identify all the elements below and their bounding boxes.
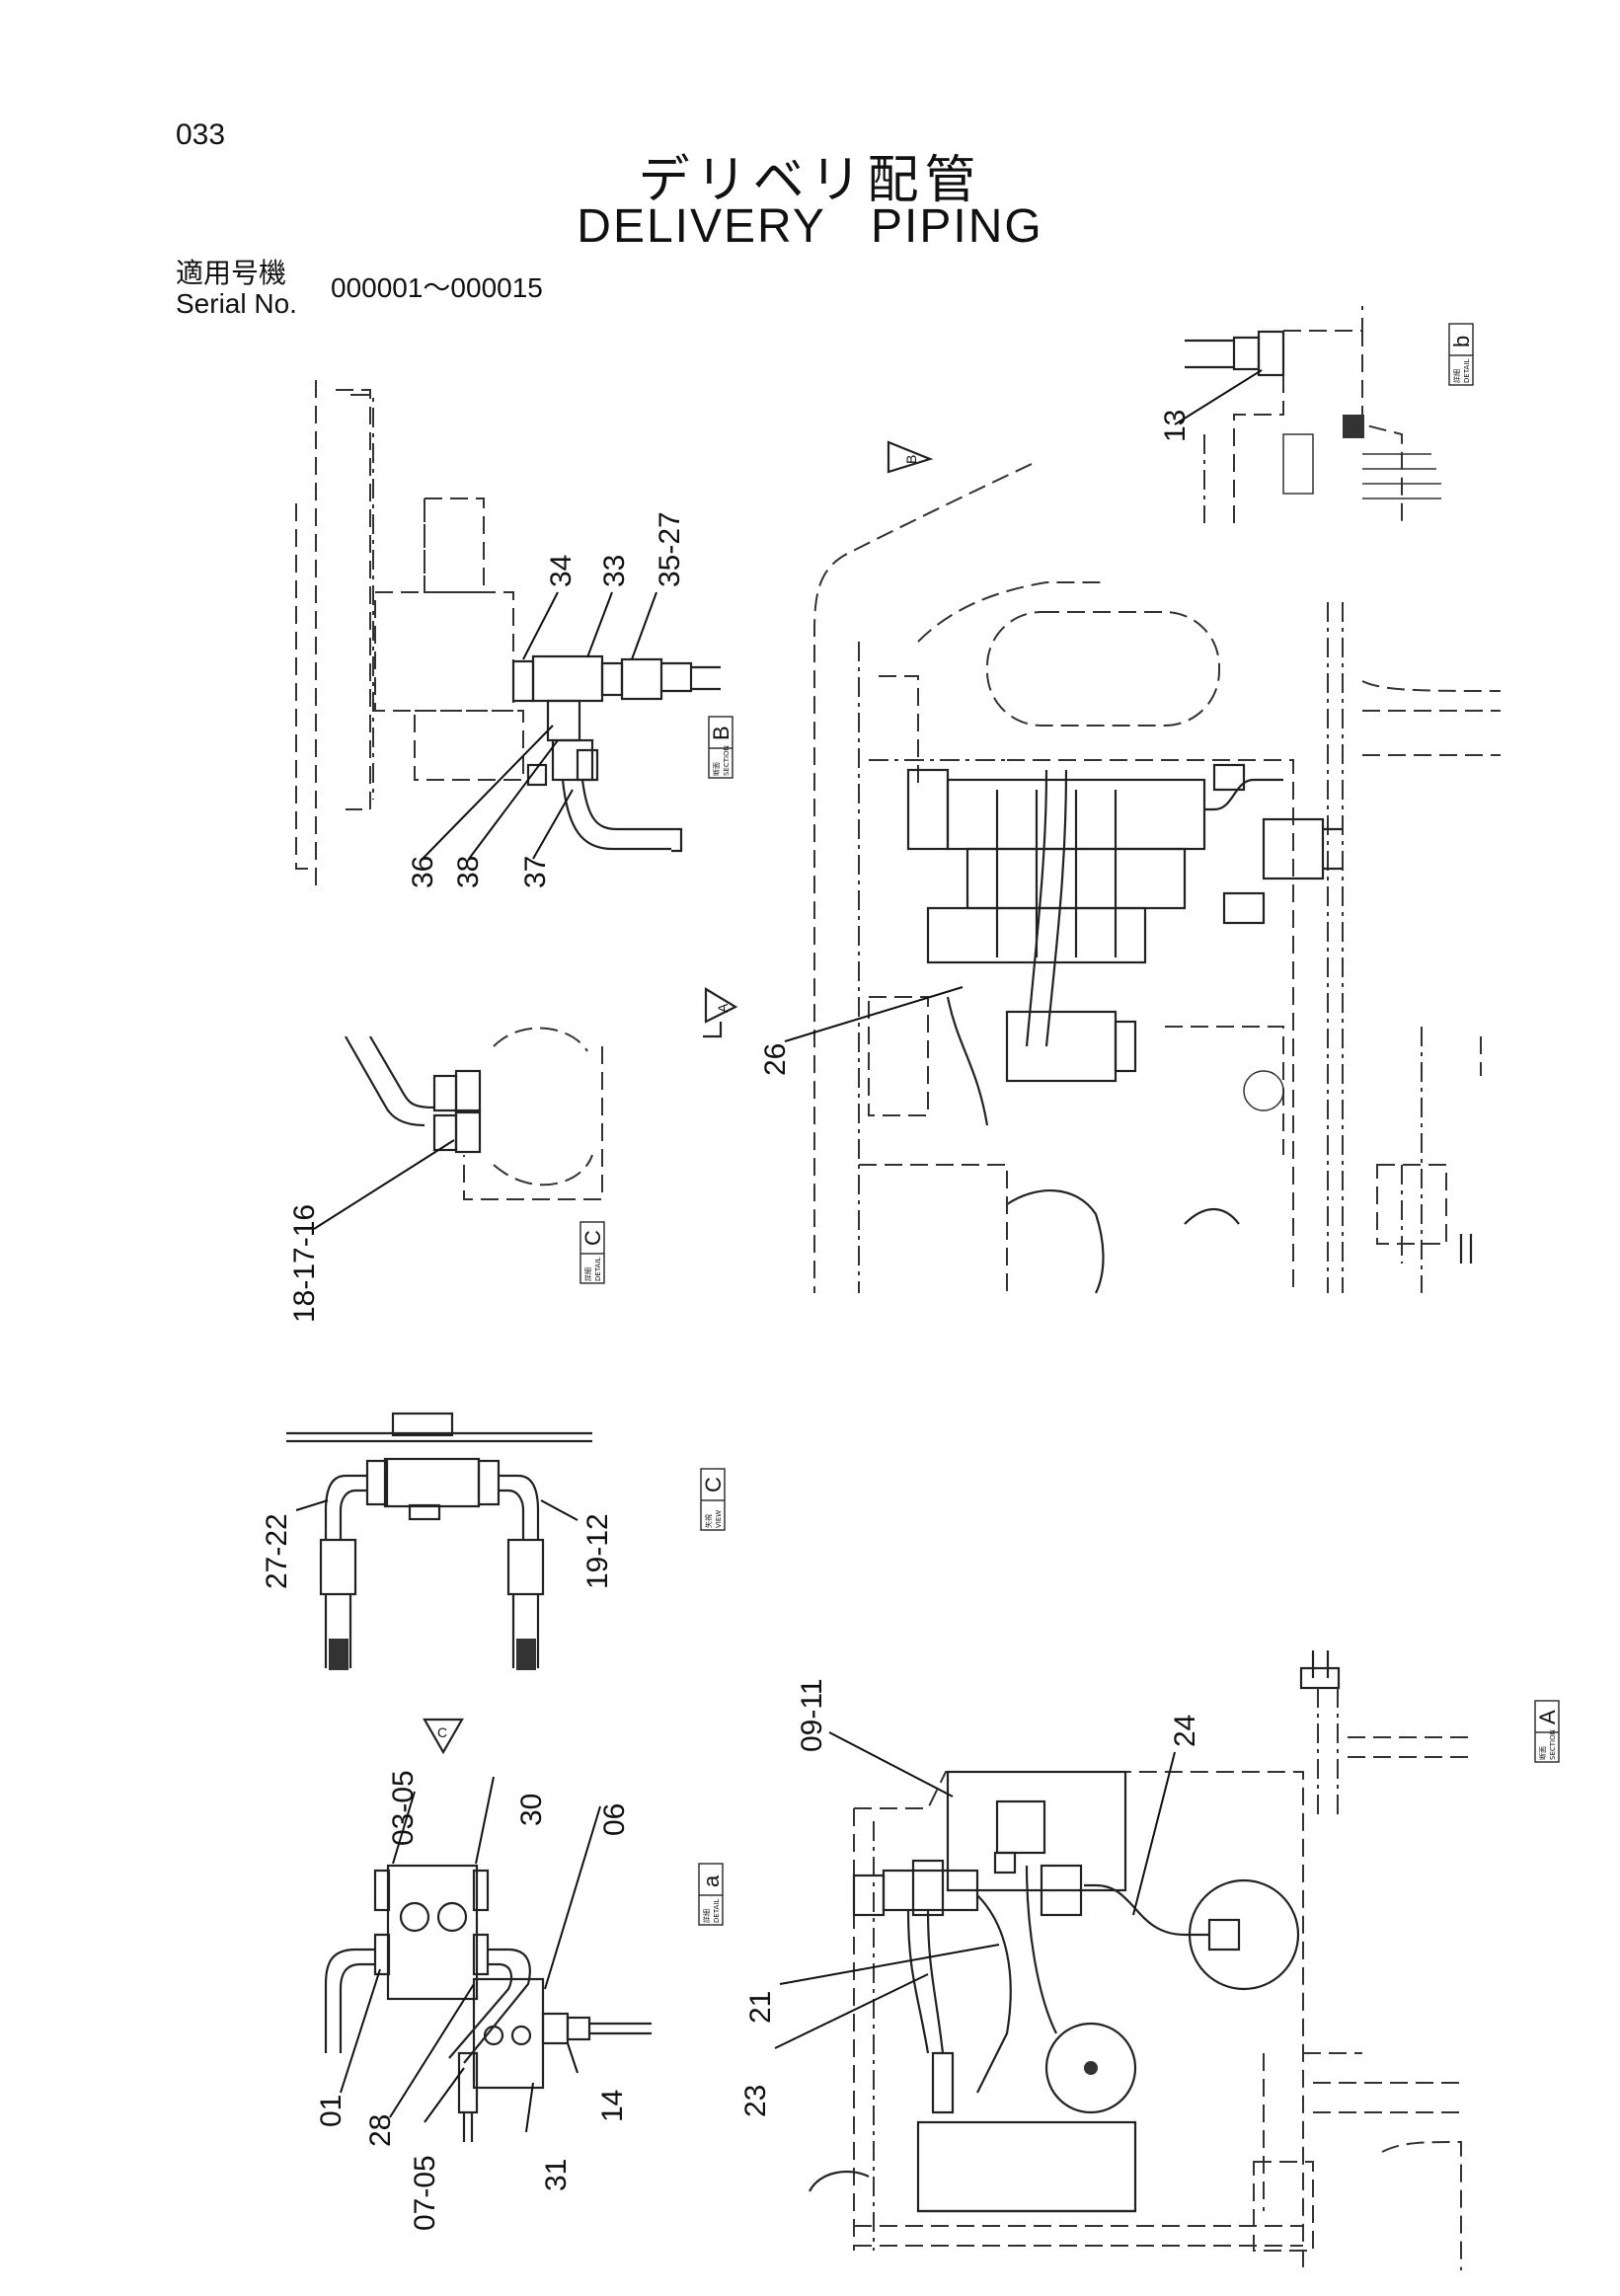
callout-24: 24 bbox=[1169, 1715, 1201, 1747]
arrow-marker-c bbox=[423, 1718, 464, 1755]
title-english: DELIVERY PIPING bbox=[577, 200, 1043, 253]
callout-01: 01 bbox=[315, 2095, 347, 2127]
callout-06: 06 bbox=[598, 1803, 631, 1836]
serial-label-english: Serial No. bbox=[176, 288, 297, 319]
svg-text:b: b bbox=[1449, 336, 1474, 347]
callout-26: 26 bbox=[759, 1043, 792, 1076]
svg-text:DETAIL: DETAIL bbox=[713, 1899, 721, 1923]
svg-text:C: C bbox=[701, 1477, 726, 1492]
arrow-marker-a-label: A bbox=[715, 1003, 731, 1013]
callout-13: 13 bbox=[1159, 410, 1192, 442]
svg-text:矢視: 矢視 bbox=[704, 1514, 713, 1528]
svg-text:SECTION: SECTION bbox=[723, 745, 731, 776]
svg-text:詳細: 詳細 bbox=[1452, 369, 1461, 383]
callout-38: 38 bbox=[452, 856, 485, 888]
view-tag-detail-b: 詳細 DETAIL b bbox=[1448, 323, 1474, 386]
serial-range: 000001～000015 bbox=[331, 272, 543, 303]
svg-text:詳細: 詳細 bbox=[583, 1267, 592, 1281]
view-tag-detail-a: 詳細 DETAIL a bbox=[698, 1863, 724, 1926]
svg-text:断面: 断面 bbox=[712, 762, 721, 776]
view-tag-section-b: 断面 SECTION B bbox=[708, 716, 733, 779]
arrow-marker-b bbox=[887, 440, 934, 474]
section-b-view bbox=[295, 380, 721, 888]
callout-19-12: 19-12 bbox=[581, 1513, 614, 1589]
callout-28: 28 bbox=[364, 2114, 397, 2147]
serial-label-japanese: 適用号機 bbox=[176, 257, 287, 289]
callout-03-05: 03-05 bbox=[387, 1770, 420, 1846]
callout-23: 23 bbox=[739, 2085, 772, 2117]
view-tag-detail-c: 詳細 DETAIL C bbox=[579, 1221, 605, 1284]
callout-37: 37 bbox=[519, 856, 552, 888]
svg-text:A: A bbox=[1535, 1710, 1560, 1724]
callout-27-22: 27-22 bbox=[261, 1513, 293, 1589]
title-japanese: デリベリ配管 bbox=[638, 151, 982, 210]
callout-34: 34 bbox=[545, 555, 578, 587]
view-tag-view-c: 矢視 VIEW C bbox=[700, 1468, 726, 1531]
main-top-view bbox=[784, 463, 1502, 1294]
svg-text:B: B bbox=[709, 726, 733, 740]
callout-09-11: 09-11 bbox=[796, 1678, 828, 1752]
arrow-marker-b-label: B bbox=[903, 455, 919, 464]
callout-07-05: 07-05 bbox=[409, 2155, 441, 2231]
svg-text:詳細: 詳細 bbox=[702, 1909, 711, 1923]
callout-21: 21 bbox=[744, 1991, 777, 2024]
section-a-view bbox=[774, 1650, 1471, 2270]
svg-text:SECTION: SECTION bbox=[1549, 1729, 1557, 1760]
svg-text:a: a bbox=[699, 1875, 724, 1887]
view-tag-section-a: 断面 SECTION A bbox=[1534, 1700, 1560, 1763]
arrow-marker-a bbox=[703, 987, 738, 1038]
callout-33: 33 bbox=[598, 555, 631, 587]
callout-18-17-16: 18-17-16 bbox=[288, 1204, 321, 1323]
callout-36: 36 bbox=[407, 856, 439, 888]
svg-text:DETAIL: DETAIL bbox=[594, 1258, 602, 1281]
detail-a-view bbox=[324, 1776, 652, 2142]
detail-c-view bbox=[313, 1027, 603, 1230]
svg-text:C: C bbox=[580, 1230, 605, 1246]
svg-text:DETAIL: DETAIL bbox=[1463, 359, 1471, 383]
detail-b-view bbox=[1174, 306, 1441, 523]
svg-text:断面: 断面 bbox=[1538, 1746, 1547, 1760]
arrow-marker-c-label: C bbox=[437, 1724, 447, 1740]
callout-30: 30 bbox=[515, 1794, 548, 1826]
page-number: 033 bbox=[176, 118, 226, 151]
view-c-view bbox=[286, 1412, 592, 1670]
callout-14: 14 bbox=[596, 2090, 629, 2122]
svg-text:VIEW: VIEW bbox=[715, 1510, 723, 1528]
callout-35-27: 35-27 bbox=[654, 511, 686, 587]
callout-31: 31 bbox=[540, 2159, 573, 2191]
